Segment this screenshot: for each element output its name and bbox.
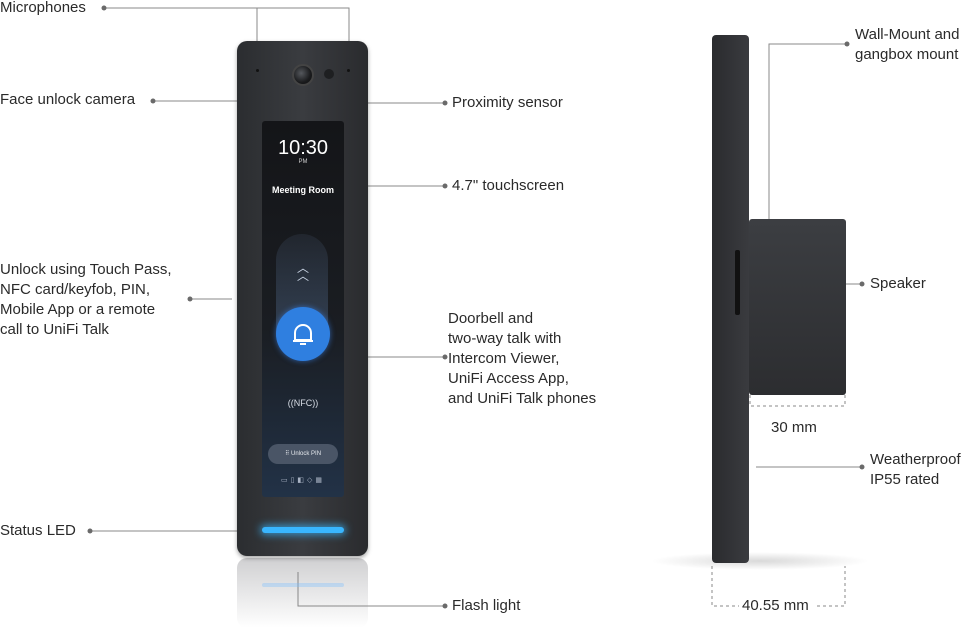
label-speaker: Speaker [870,275,926,292]
nfc-icon: ((NFC)) [287,398,319,408]
screen-room: Meeting Room [272,185,334,195]
unlock-pin-button[interactable]: ⠿ Unlock PIN [268,444,338,464]
label-unlock-methods: Unlock using Touch Pass, NFC card/keyfob… [0,261,172,338]
label-proximity: Proximity sensor [452,94,563,111]
microphone-left [256,69,259,72]
flash-light [262,583,344,587]
label-weatherproof: Weatherproof IP55 rated [870,451,961,488]
proximity-sensor [324,69,334,79]
microphone-right [347,69,350,72]
label-touchscreen: 4.7" touchscreen [452,177,565,194]
speaker-slot [735,250,740,315]
status-led [262,527,344,533]
screen-time: 10:30 [277,137,329,159]
label-doorbell: Doorbell and two-way talk with Intercom … [448,310,597,407]
side-shadow [650,552,870,570]
face-camera [292,64,314,86]
label-microphones: Microphones [0,0,86,16]
intercom-side [712,35,749,563]
label-depth-box: 30 mm [771,419,817,436]
label-flash-light: Flash light [452,597,521,614]
label-face-camera: Face unlock camera [0,91,136,108]
unlock-method-icons: ▭▯◧◇▦ [280,477,326,484]
label-depth-total: 40.55 mm [742,597,809,614]
label-status-led: Status LED [0,522,76,539]
bell-icon [293,324,313,345]
screen-period: PM [298,159,308,165]
gangbox-mount [749,219,846,395]
label-wall-mount: Wall-Mount and gangbox mount [855,26,960,63]
touchscreen: 10:30 PM Meeting Room ︿ ︿ ((NFC)) ⠿ Unlo… [262,121,344,497]
chevron-up-icon: ︿ ︿ [296,261,309,283]
doorbell-button[interactable] [276,307,330,361]
device-reflection [237,558,368,628]
